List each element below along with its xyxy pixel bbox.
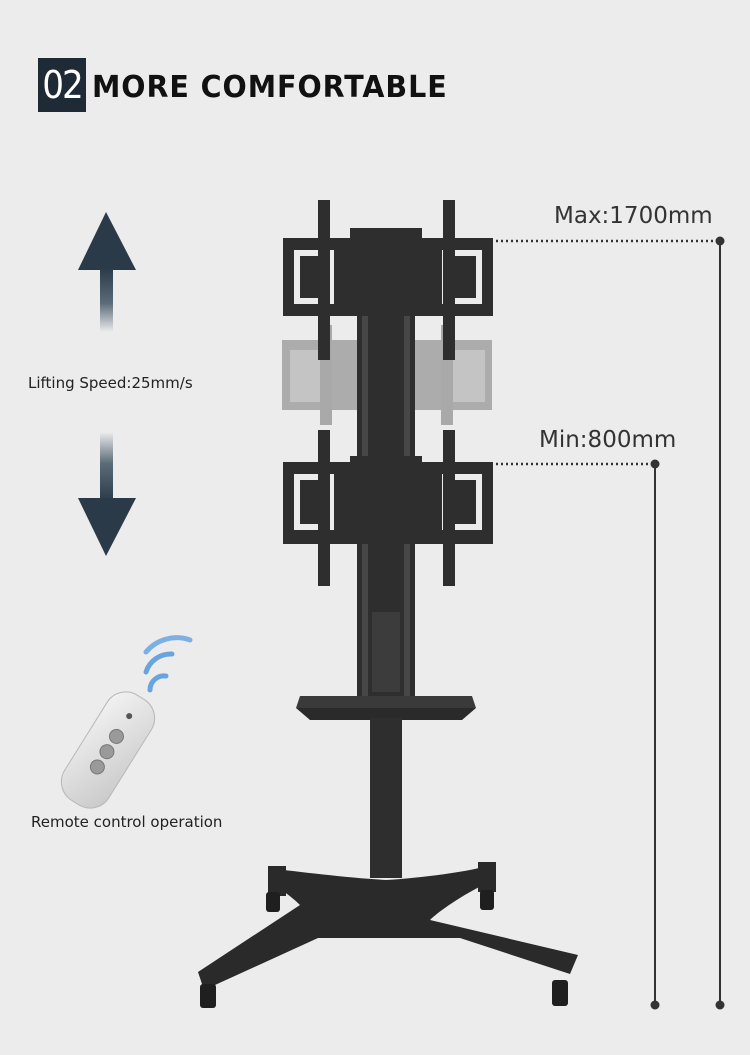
- section-number-badge: 02: [38, 58, 86, 112]
- remote-control-label: Remote control operation: [31, 813, 223, 831]
- arrow-up-icon: [78, 212, 136, 332]
- max-height-label: Max:1700mm: [554, 203, 713, 229]
- lifting-speed-label: Lifting Speed:25mm/s: [28, 374, 193, 392]
- stand-base: [198, 862, 578, 990]
- arrow-down-icon: [78, 432, 136, 556]
- stand-pole: [370, 718, 402, 878]
- wireless-signal-icon: [143, 635, 193, 693]
- tv-bracket-top: [283, 200, 493, 360]
- remote-control-icon: [60, 691, 156, 809]
- av-shelf: [296, 696, 476, 720]
- tv-bracket-bottom: [283, 430, 493, 586]
- height-dimension-lines: [496, 236, 725, 1010]
- caster-wheels: [200, 890, 568, 1008]
- section-title: MORE COMFORTABLE: [92, 70, 448, 105]
- min-height-label: Min:800mm: [539, 427, 677, 453]
